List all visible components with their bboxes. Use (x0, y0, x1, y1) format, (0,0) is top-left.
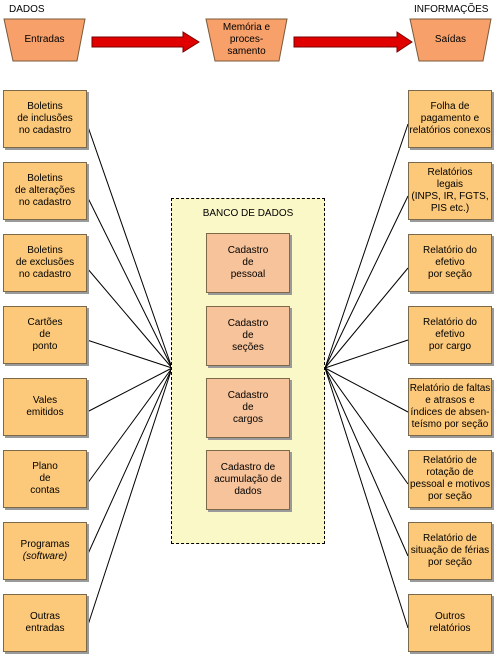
output-situacao-ferias: Relatório de situação de férias por seçã… (408, 522, 492, 580)
connector-line (324, 195, 409, 369)
connector-line (324, 367, 409, 413)
output-rotacao-pessoal: Relatório de rotação de pessoal e motivo… (408, 450, 492, 508)
banco-de-dados-title: BANCO DE DADOS (202, 208, 294, 219)
input-outras-entradas: Outras entradas (3, 594, 87, 652)
connector-line (324, 123, 409, 369)
db-cadastro-pessoal: Cadastro de pessoal (206, 233, 290, 293)
input-programas: Programas (software) (3, 522, 87, 580)
connector-line (86, 367, 173, 629)
saidas-label: Saídas (434, 34, 467, 45)
connector-line (86, 267, 173, 369)
input-vales-emitidos: Vales emitidos (3, 378, 87, 436)
output-relatorios-legais: Relatórios legais (INPS, IR, FGTS, PIS e… (408, 162, 492, 220)
saidas-trapezoid (409, 18, 492, 62)
output-efetivo-secao: Relatório do efetivo por seção (408, 234, 492, 292)
output-outros-relatorios: Outros relatórios (408, 594, 492, 652)
programas-label: Programas (20, 539, 70, 550)
arrow-right-icon (91, 31, 200, 53)
memoria-label: Memória e proces- samento (222, 22, 271, 57)
connector-line (324, 367, 409, 557)
memoria-trapezoid (205, 18, 288, 62)
dados-header: DADOS (9, 4, 45, 15)
input-boletins-inclusoes: Boletins de inclusões no cadastro (3, 90, 87, 148)
entradas-label: Entradas (24, 34, 65, 45)
connector-line (324, 367, 409, 485)
arrow-right-icon (293, 31, 413, 53)
software-label: (software) (22, 551, 68, 562)
connector-line (86, 367, 173, 485)
input-plano-contas: Plano de contas (3, 450, 87, 508)
output-folha-pagamento: Folha de pagamento e relatórios conexos (408, 90, 492, 148)
entradas-trapezoid (3, 18, 86, 62)
input-boletins-exclusoes: Boletins de exclusões no cadastro (3, 234, 87, 292)
connector-line (324, 339, 409, 369)
connector-line (324, 267, 409, 369)
connector-line (86, 339, 173, 369)
output-faltas-atrasos: Relatório de faltas e atrasos e índices … (408, 378, 492, 436)
db-cadastro-cargos: Cadastro de cargos (206, 378, 290, 438)
connector-line (86, 123, 173, 369)
input-cartoes-ponto: Cartões de ponto (3, 306, 87, 364)
informacoes-header: INFORMAÇÕES (414, 4, 489, 15)
connector-line (324, 367, 409, 629)
connector-line (86, 195, 173, 369)
input-boletins-alteracoes: Boletins de alterações no cadastro (3, 162, 87, 220)
connector-line (86, 367, 173, 557)
output-efetivo-cargo: Relatório do efetivo por cargo (408, 306, 492, 364)
connector-line (86, 367, 173, 413)
db-cadastro-secoes: Cadastro de seções (206, 306, 290, 366)
db-cadastro-acumulacao: Cadastro de acumulação de dados (206, 450, 290, 510)
